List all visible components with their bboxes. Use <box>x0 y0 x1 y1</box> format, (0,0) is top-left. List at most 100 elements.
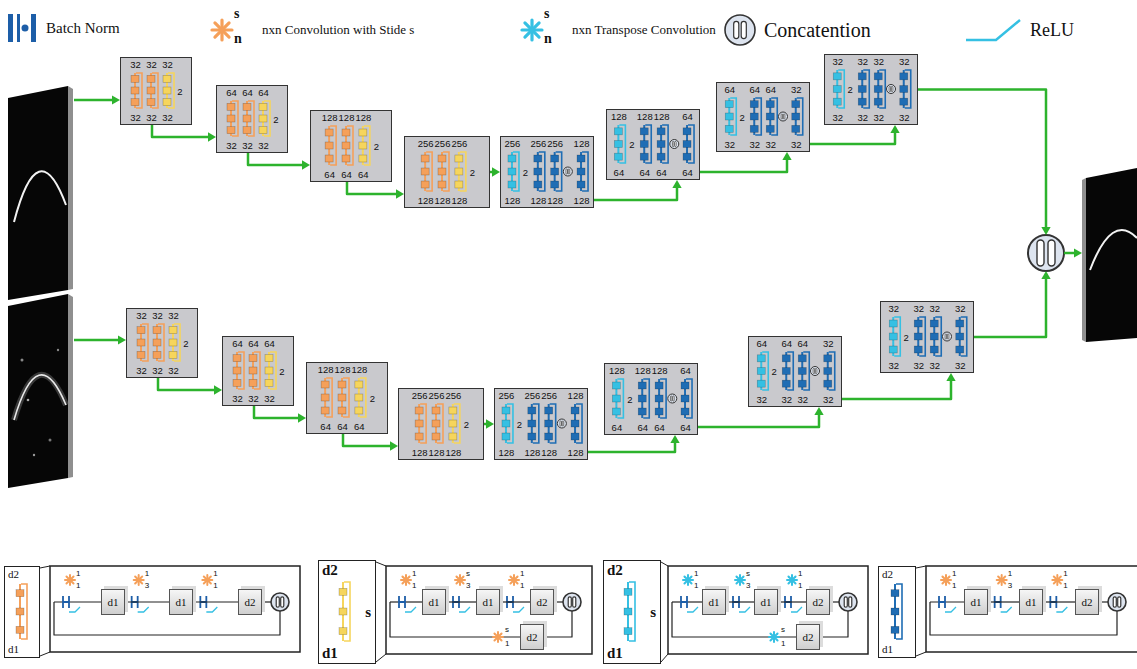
channel-count: 32 <box>913 360 924 371</box>
relu-symbol <box>513 607 524 612</box>
dimension-label: d2 <box>803 631 814 644</box>
block-layer <box>551 155 559 162</box>
block-layer <box>534 168 542 175</box>
residual-block-symbol <box>914 317 925 356</box>
block-layer <box>798 355 806 362</box>
block-layer <box>638 395 646 402</box>
channel-count: 128 <box>318 364 334 375</box>
skip-bracket <box>343 378 349 417</box>
skip-bracket <box>168 73 174 108</box>
repeat-count: 2 <box>627 394 632 405</box>
channel-count: 64 <box>639 167 650 178</box>
convolution-symbol <box>401 575 411 585</box>
input-arrow <box>74 96 126 345</box>
channel-count: 64 <box>656 167 667 178</box>
residual-block-symbol <box>243 101 254 136</box>
block-layer <box>757 355 765 362</box>
concat-bar <box>815 368 817 373</box>
kernel-number: 3 <box>466 581 470 590</box>
channel-count: 256 <box>412 390 428 401</box>
channel-column: 3232 <box>150 310 165 376</box>
block-layer <box>432 433 440 440</box>
convolution-symbol <box>212 20 232 40</box>
skip-bracket <box>347 126 353 165</box>
detail-panel <box>661 562 868 662</box>
channel-column: 6432 <box>754 338 769 405</box>
legend-dot <box>22 25 29 32</box>
block-layer <box>131 99 139 106</box>
channel-column: 12864 <box>335 364 351 432</box>
block-layer <box>342 142 350 149</box>
block-layer <box>571 433 579 440</box>
block-layer <box>249 379 257 386</box>
residual-block-symbol <box>321 378 332 417</box>
residual-block-symbol <box>355 378 366 417</box>
block-layer <box>655 408 663 415</box>
block-row: 2561282561282561282 <box>405 137 489 207</box>
arrow-head <box>670 435 679 443</box>
block-layer <box>782 368 790 375</box>
asterisk-stroke <box>66 576 73 583</box>
block-layer <box>153 351 161 358</box>
channel-column: 3232 <box>128 59 143 123</box>
residual-block-symbol <box>624 582 635 641</box>
connector <box>158 378 222 395</box>
block-layer <box>858 86 866 93</box>
channel-count: 64 <box>724 84 735 95</box>
channel-column: 12864 <box>654 111 670 178</box>
skip-bracket <box>443 152 449 191</box>
block-layer <box>137 339 145 346</box>
channel-column: 12864 <box>652 365 668 433</box>
channel-count: 32 <box>873 112 884 123</box>
channel-count: 256 <box>445 390 461 401</box>
repeat-slot: 2 <box>902 303 911 371</box>
feature-cube: d2 <box>520 624 544 650</box>
skip-bracket <box>533 404 539 443</box>
concat-bar <box>849 597 852 607</box>
channel-count: 64 <box>248 338 259 349</box>
skip-bracket <box>142 324 148 361</box>
channel-count: 64 <box>756 338 767 349</box>
residual-block-symbol <box>338 378 349 417</box>
skip-bracket <box>919 317 925 356</box>
residual-block-symbol <box>891 584 902 639</box>
block-layer <box>824 380 832 387</box>
stride-number: s <box>781 625 785 634</box>
skip-line <box>390 602 520 637</box>
channel-count: 32 <box>888 303 899 314</box>
block-row: 3232323232322 <box>127 309 197 377</box>
feature-cube: d1 <box>476 589 500 615</box>
kernel-number: 1 <box>412 581 416 590</box>
repeat-count: 2 <box>177 86 182 97</box>
concat-bar <box>945 334 947 339</box>
dimension-label: d1 <box>429 596 440 609</box>
kernel-number: 1 <box>213 581 217 590</box>
channel-count: 256 <box>499 390 515 401</box>
block-layer <box>725 113 733 120</box>
channel-count: 32 <box>857 112 868 123</box>
concat-circle <box>1108 593 1126 611</box>
block-layer <box>508 155 516 162</box>
residual-block-symbol <box>259 101 270 136</box>
skip-bracket <box>454 404 460 443</box>
feature-cube: d2 <box>530 589 554 615</box>
channel-count: 32 <box>899 56 910 67</box>
block-layer <box>342 155 350 162</box>
feature-cube: d2 <box>806 589 830 615</box>
feature-cube: d1 <box>1019 589 1043 615</box>
relu-symbol <box>1001 607 1012 612</box>
asterisk-stroke <box>402 576 409 583</box>
kernel-number: 3 <box>746 581 750 590</box>
channel-column: 256128 <box>499 390 515 458</box>
legend-symbol <box>8 14 36 42</box>
residual-block-symbol <box>534 152 545 191</box>
channel-column: 256128 <box>435 138 451 206</box>
channel-column: 6432 <box>256 87 271 151</box>
kernel-number: 1 <box>781 639 785 648</box>
dimension-label: d2 <box>245 596 256 609</box>
detail-frame <box>668 566 868 654</box>
channel-count: 32 <box>136 365 147 376</box>
channel-count: 128 <box>445 447 461 458</box>
connector <box>490 167 500 176</box>
kernel-number: 1 <box>1063 581 1067 590</box>
